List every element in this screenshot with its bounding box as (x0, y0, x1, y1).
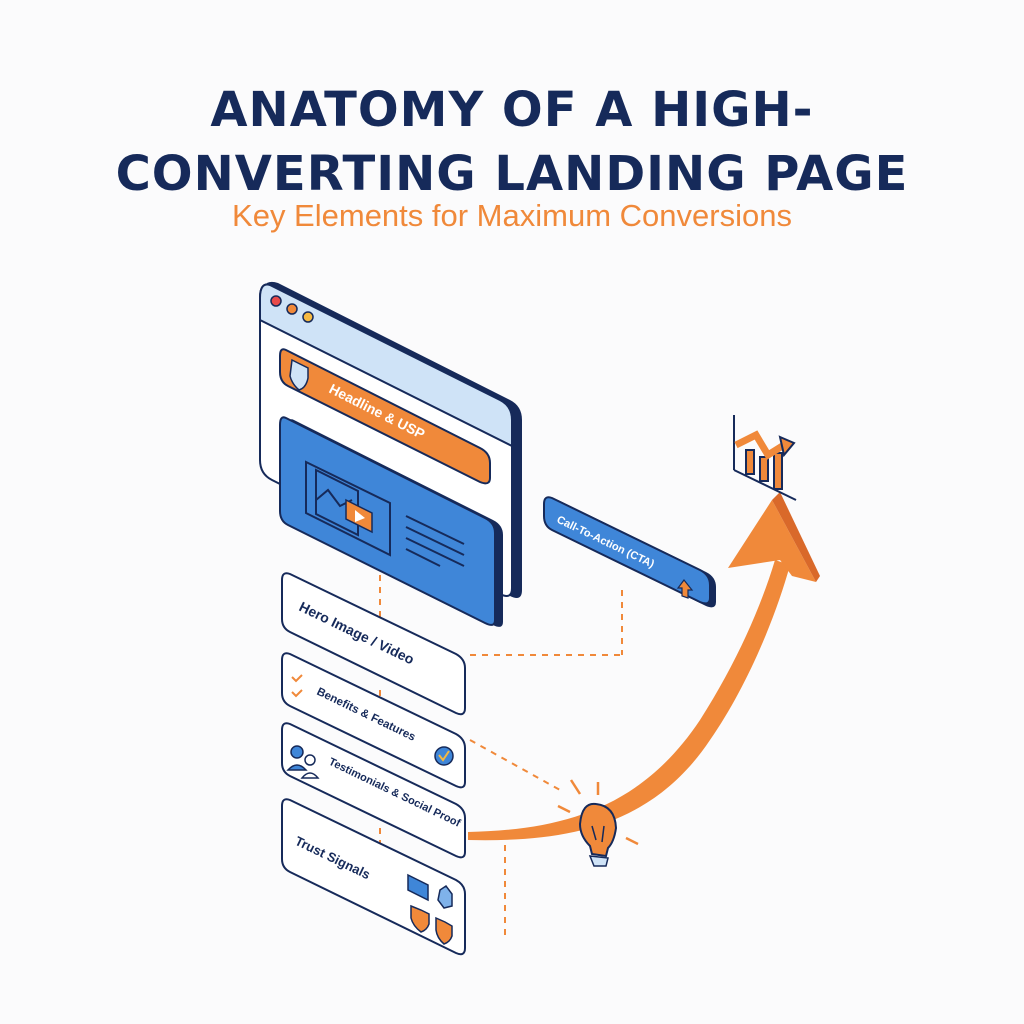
arrow-up-icon (676, 579, 694, 599)
page-subtitle: Key Elements for Maximum Conversions (232, 198, 792, 233)
shield-icon (435, 916, 453, 945)
shield-icon (410, 904, 430, 933)
credit-card-icon (407, 873, 429, 902)
users-icon (286, 745, 320, 779)
check-circle-icon (434, 746, 454, 766)
cta-button[interactable]: Call-To-Action (CTA) (543, 496, 716, 608)
shield-icon (289, 358, 309, 391)
window-dot-red (270, 295, 282, 307)
window-dot-orange (286, 303, 298, 315)
window-dot-yellow (302, 311, 314, 323)
title-line-1: ANATOMY OF A HIGH- (210, 82, 814, 138)
growth-arrow (468, 492, 820, 841)
image-video-icon (305, 460, 391, 557)
section-card-trust[interactable]: Trust Signals (281, 798, 466, 956)
section-card-benefits[interactable]: Benefits & Features (281, 652, 466, 789)
hero-panel (279, 416, 503, 627)
badge-icon (437, 884, 453, 909)
check-icon (291, 674, 303, 683)
title-line-2: CONVERTING LANDING PAGE (115, 146, 909, 202)
lightbulb-icon (557, 779, 639, 867)
check-icon (291, 689, 303, 698)
page-title: ANATOMY OF A HIGH- CONVERTING LANDING PA… (0, 78, 1024, 206)
text-lines-icon (405, 515, 465, 567)
growth-chart-icon (733, 415, 797, 501)
